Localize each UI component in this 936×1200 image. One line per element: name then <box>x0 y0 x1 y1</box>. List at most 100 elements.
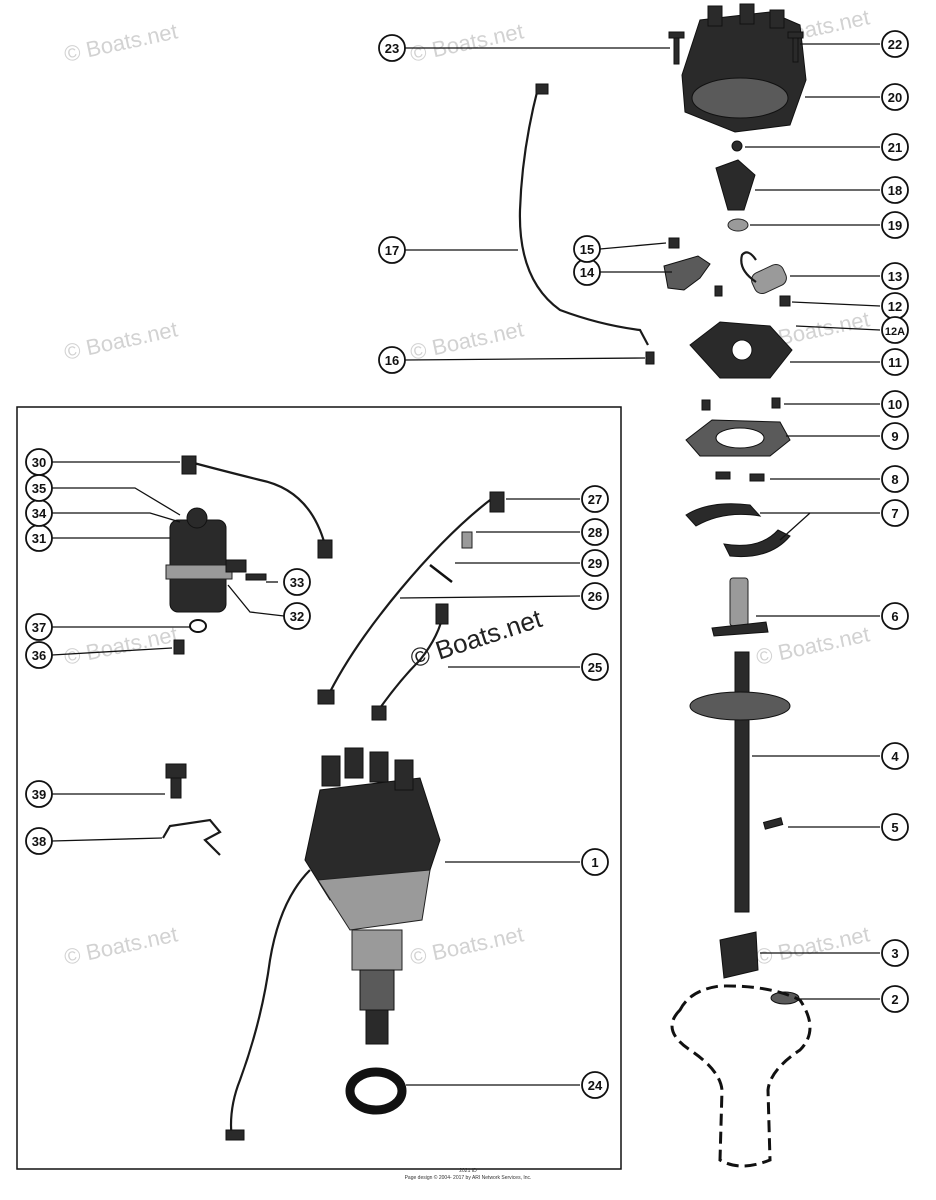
spring-8a <box>715 471 731 480</box>
callout-13[interactable]: 13 <box>881 262 909 290</box>
callout-33[interactable]: 33 <box>283 568 311 596</box>
callout-1[interactable]: 1 <box>581 848 609 876</box>
screw-36 <box>173 639 185 655</box>
callout-12[interactable]: 12 <box>881 292 909 320</box>
screw-10b <box>771 397 781 409</box>
callout-27[interactable]: 27 <box>581 485 609 513</box>
distributor-cap-part <box>681 3 807 133</box>
callout-10[interactable]: 10 <box>881 390 909 418</box>
callout-26[interactable]: 26 <box>581 582 609 610</box>
svg-text:35: 35 <box>32 481 46 496</box>
svg-text:24: 24 <box>588 1078 603 1093</box>
svg-text:8: 8 <box>891 472 898 487</box>
callout-14[interactable]: 14 <box>573 258 601 286</box>
callout-9[interactable]: 9 <box>881 422 909 450</box>
callout-7[interactable]: 7 <box>881 499 909 527</box>
breaker-points-14 <box>663 255 711 291</box>
callout-4[interactable]: 4 <box>881 742 909 770</box>
callout-22[interactable]: 22 <box>881 30 909 58</box>
watermark: © Boats.net <box>62 921 180 969</box>
callout-15[interactable]: 15 <box>573 235 601 263</box>
o-ring-24 <box>345 1067 407 1115</box>
callout-23[interactable]: 23 <box>378 34 406 62</box>
callout-36[interactable]: 36 <box>25 641 53 669</box>
svg-text:4: 4 <box>891 749 899 764</box>
nut-16 <box>645 351 655 365</box>
svg-text:38: 38 <box>32 834 46 849</box>
svg-text:13: 13 <box>888 269 902 284</box>
gear-3 <box>719 931 759 979</box>
callout-21[interactable]: 21 <box>881 133 909 161</box>
callout-8[interactable]: 8 <box>881 465 909 493</box>
wire-25 <box>379 609 446 709</box>
callout-2[interactable]: 2 <box>881 985 909 1013</box>
callout-29[interactable]: 29 <box>581 549 609 577</box>
spring-8b <box>749 473 765 482</box>
felt-19 <box>727 218 749 232</box>
callout-3[interactable]: 3 <box>881 939 909 967</box>
footer-line2: Page design © 2004- 2017 by ARI Network … <box>405 1174 532 1181</box>
wire-terminal <box>535 83 549 95</box>
svg-text:27: 27 <box>588 492 602 507</box>
svg-text:14: 14 <box>580 265 595 280</box>
boot-25b <box>371 705 387 721</box>
washer-37 <box>189 619 207 633</box>
svg-text:7: 7 <box>891 506 898 521</box>
callout-11[interactable]: 11 <box>881 348 909 376</box>
svg-text:30: 30 <box>32 455 46 470</box>
svg-text:39: 39 <box>32 787 46 802</box>
callout-32[interactable]: 32 <box>283 602 311 630</box>
callout-38[interactable]: 38 <box>25 827 53 855</box>
callout-34[interactable]: 34 <box>25 499 53 527</box>
callout-35[interactable]: 35 <box>25 474 53 502</box>
svg-text:11: 11 <box>888 355 902 370</box>
svg-text:3: 3 <box>891 946 898 961</box>
callout-25[interactable]: 25 <box>581 653 609 681</box>
callout-6[interactable]: 6 <box>881 602 909 630</box>
svg-text:20: 20 <box>888 90 902 105</box>
distributor-assembly-1 <box>304 747 441 1045</box>
coil-wire-30 <box>189 460 327 546</box>
ignition-coil-31 <box>165 507 247 613</box>
svg-text:12: 12 <box>888 299 902 314</box>
carbon-button-21 <box>731 140 743 152</box>
screw-10a <box>701 399 711 411</box>
clamp-38 <box>162 818 222 856</box>
screw-12 <box>779 295 791 307</box>
callout-31[interactable]: 31 <box>25 524 53 552</box>
callout-16[interactable]: 16 <box>378 346 406 374</box>
callout-20[interactable]: 20 <box>881 83 909 111</box>
screw-upper <box>714 285 723 297</box>
callout-19[interactable]: 19 <box>881 211 909 239</box>
cam-6 <box>711 577 769 637</box>
footer-line1: 2021 ID <box>459 1168 477 1174</box>
callout-17[interactable]: 17 <box>378 236 406 264</box>
callout-12a[interactable]: 12A <box>881 316 909 344</box>
svg-text:33: 33 <box>290 575 304 590</box>
rotor-18 <box>715 159 756 211</box>
callout-37[interactable]: 37 <box>25 613 53 641</box>
svg-text:12A: 12A <box>885 326 905 338</box>
callout-30[interactable]: 30 <box>25 448 53 476</box>
svg-text:1: 1 <box>591 855 598 870</box>
callout-39[interactable]: 39 <box>25 780 53 808</box>
callout-28[interactable]: 28 <box>581 518 609 546</box>
callout-24[interactable]: 24 <box>581 1071 609 1099</box>
svg-text:15: 15 <box>580 242 594 257</box>
callout-5[interactable]: 5 <box>881 813 909 841</box>
high-tension-wire-26 <box>325 496 495 701</box>
watermark: © Boats.net <box>62 316 180 364</box>
watermark: © Boats.net <box>408 921 526 969</box>
boot-30b <box>317 539 333 559</box>
callout-18[interactable]: 18 <box>881 176 909 204</box>
cap-screw-22 <box>787 31 804 63</box>
svg-text:23: 23 <box>385 41 399 56</box>
pin-5 <box>762 817 784 830</box>
svg-text:17: 17 <box>385 243 399 258</box>
svg-text:28: 28 <box>588 525 602 540</box>
primary-lead <box>229 869 311 1141</box>
boot-26 <box>317 689 335 705</box>
svg-text:36: 36 <box>32 648 46 663</box>
svg-text:6: 6 <box>891 609 898 624</box>
boot-30a <box>181 455 197 475</box>
